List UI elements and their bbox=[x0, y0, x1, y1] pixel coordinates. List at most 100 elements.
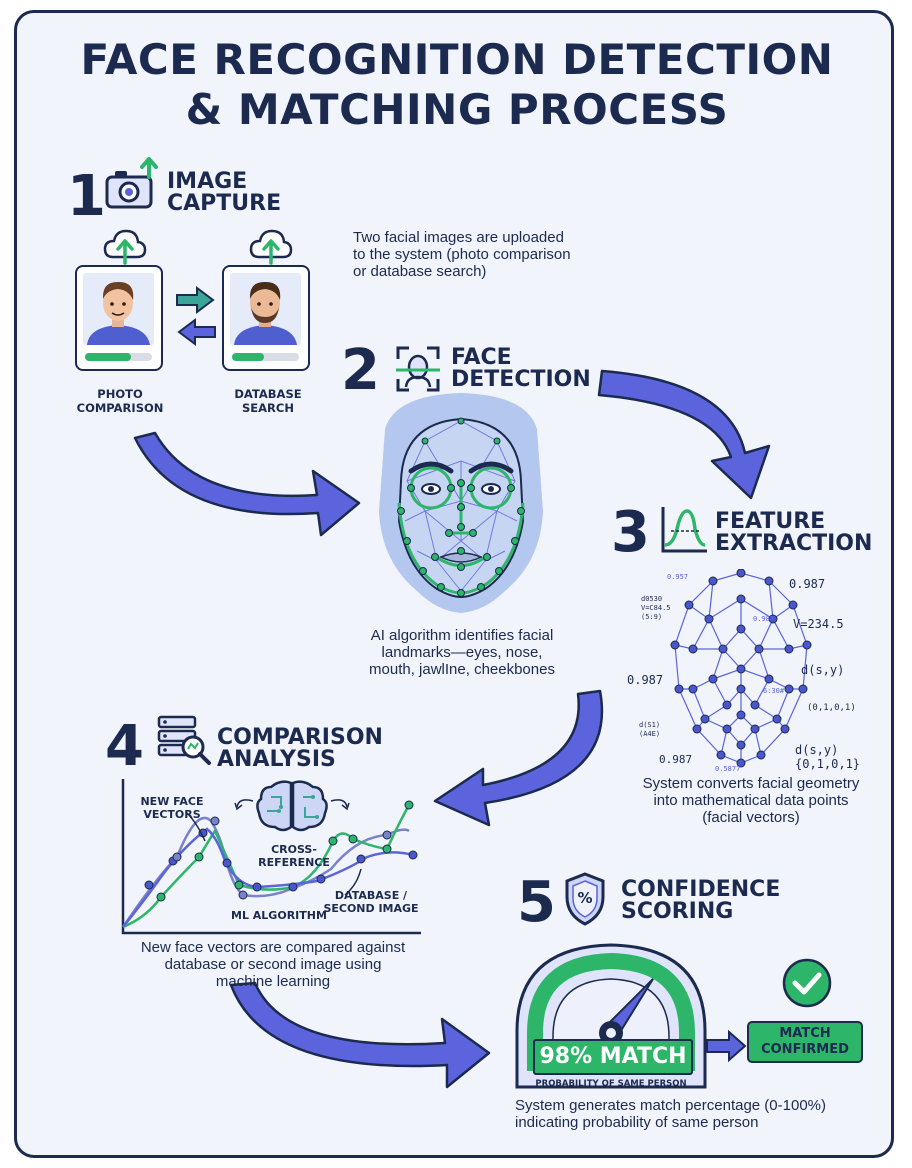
person-portrait-icon bbox=[83, 273, 154, 361]
step-4-desc-line: machine learning bbox=[215, 973, 331, 990]
chart-label-line: CROSS- bbox=[271, 843, 317, 856]
match-percentage-text: 98% MATCH bbox=[539, 1044, 687, 1069]
flow-arrows bbox=[133, 369, 771, 1089]
new-face-vectors-label: NEW FACE VECTORS bbox=[127, 795, 217, 821]
photo-comparison-card bbox=[75, 265, 163, 371]
confirmed-line: MATCH bbox=[779, 1026, 831, 1041]
vector-annotation: (0,1,0,1) bbox=[807, 703, 856, 713]
vector-annotation-small: 0.5877 bbox=[715, 765, 741, 773]
step-3-title-line-1: FEATURE bbox=[715, 509, 826, 534]
step-1-description: Two facial images are uploaded to the sy… bbox=[353, 229, 571, 280]
card-label-line: DATABASE bbox=[234, 387, 302, 401]
step-2-title-line-2: DETECTION bbox=[451, 367, 591, 392]
title-line-1: FACE RECOGNITION DETECTION bbox=[80, 35, 834, 84]
step-1-desc-line: or database search) bbox=[353, 263, 487, 280]
card-label-line: SEARCH bbox=[242, 401, 294, 415]
step-5-title-line-1: CONFIDENCE bbox=[621, 877, 781, 902]
step-3-desc-line: System converts facial geometry bbox=[642, 775, 860, 792]
face-scan-icon bbox=[396, 346, 440, 392]
step-4-number: 4 bbox=[105, 714, 144, 779]
card-label-line: PHOTO bbox=[97, 387, 143, 401]
database-search-card bbox=[222, 265, 310, 371]
step-2-desc-line: mouth, jawlIne, cheekbones bbox=[369, 661, 555, 678]
confirmed-line: CONFIRMED bbox=[761, 1042, 849, 1057]
cross-reference-label: CROSS- REFERENCE bbox=[239, 843, 349, 869]
arrow-4-to-5 bbox=[229, 981, 491, 1089]
swap-arrows-icon bbox=[176, 286, 216, 346]
face-mesh-illustration bbox=[379, 393, 543, 613]
step-1-desc-line: Two facial images are uploaded bbox=[353, 229, 564, 246]
cloud-upload-icon bbox=[249, 229, 293, 265]
step-5-desc-line: System generates match percentage (0-100… bbox=[515, 1097, 826, 1114]
match-percentage-badge: 98% MATCH bbox=[533, 1039, 693, 1075]
vector-annotation: {0,1,0,1} bbox=[795, 757, 861, 771]
person-portrait-icon bbox=[230, 273, 301, 361]
vector-annotation: V=234.5 bbox=[793, 617, 844, 631]
camera-upload-icon bbox=[105, 157, 158, 209]
step-1-title-line-1: IMAGE bbox=[167, 169, 248, 194]
title-line-2: & MATCHING PROCESS bbox=[185, 85, 729, 134]
match-confirmed-badge: MATCH CONFIRMED bbox=[747, 1021, 863, 1063]
arrow-2-to-3 bbox=[597, 369, 771, 500]
step-2-desc-line: AI algorithm identifies facial bbox=[370, 627, 554, 644]
step-5-desc-line: indicating probability of same person bbox=[515, 1114, 759, 1131]
vector-annotation-small: d0530 bbox=[641, 595, 663, 603]
step-3-title-line-2: EXTRACTION bbox=[715, 531, 873, 556]
vector-annotation: 0.987 bbox=[789, 577, 826, 591]
database-search-icon bbox=[157, 715, 211, 765]
step-4-title-line-2: ANALYSIS bbox=[217, 747, 336, 772]
probability-label: PROBABILITY OF SAME PERSON bbox=[535, 1079, 687, 1089]
step-1-desc-line: to the system (photo comparison bbox=[353, 246, 571, 263]
step-4-description: New face vectors are compared against da… bbox=[113, 939, 433, 990]
vector-annotation: d(s,y) bbox=[801, 663, 845, 677]
percent-glyph: % bbox=[577, 889, 593, 907]
step-4-desc-line: New face vectors are compared against bbox=[140, 939, 406, 956]
result-arrow-icon bbox=[706, 1029, 747, 1063]
vector-annotation-small: 0.987 bbox=[753, 615, 775, 623]
graph-curve-icon bbox=[661, 507, 707, 553]
ml-algorithm-label: ML ALGORITHM bbox=[231, 909, 327, 922]
photo-comparison-label: PHOTO COMPARISON bbox=[65, 387, 175, 415]
vector-annotation-small: (A4E) bbox=[639, 730, 661, 738]
chart-label-line: NEW FACE bbox=[140, 795, 204, 808]
facial-vector-mesh bbox=[670, 569, 812, 768]
step-1-number: 1 bbox=[67, 164, 106, 229]
vector-annotation-small: d(S1) bbox=[639, 721, 661, 729]
step-2-number: 2 bbox=[341, 338, 380, 403]
vector-annotation: d(s,y) bbox=[795, 743, 839, 757]
vector-annotation: 0.987 bbox=[659, 753, 693, 766]
step-3-desc-line: (facial vectors) bbox=[702, 809, 800, 826]
vector-annotation: 0.987 bbox=[627, 673, 664, 687]
chart-label-line: DATABASE / bbox=[334, 889, 408, 902]
vector-annotation-small: V=C84.5 bbox=[641, 604, 671, 612]
step-3-number: 3 bbox=[611, 500, 650, 565]
vector-annotation-small: 6:30# bbox=[763, 687, 785, 695]
arrow-3-to-4 bbox=[433, 689, 604, 827]
chart-label-line: REFERENCE bbox=[258, 856, 330, 869]
step-5-description: System generates match percentage (0-100… bbox=[515, 1097, 875, 1131]
step-5-title-line-2: SCORING bbox=[621, 899, 734, 924]
step-3-description: System converts facial geometry into mat… bbox=[611, 775, 891, 826]
step-4-desc-line: database or second image using bbox=[164, 956, 382, 973]
arrow-1-to-2 bbox=[133, 431, 361, 537]
check-circle-icon bbox=[782, 958, 832, 1008]
vector-annotation-small: 0.957 bbox=[667, 573, 689, 581]
comparison-chart bbox=[121, 779, 421, 935]
chart-label-line: VECTORS bbox=[143, 808, 201, 821]
cloud-upload-icon bbox=[103, 229, 147, 265]
match-confirmed-text: MATCH CONFIRMED bbox=[749, 1023, 861, 1058]
step-2-desc-line: landmarks—eyes, nose, bbox=[381, 644, 543, 661]
vector-annotation-small: (5:9) bbox=[641, 613, 663, 621]
infographic-frame: FACE RECOGNITION DETECTION & MATCHING PR… bbox=[14, 10, 894, 1158]
step-2-title-line-1: FACE bbox=[451, 345, 512, 370]
shield-percent-icon bbox=[565, 872, 605, 926]
database-search-label: DATABASE SEARCH bbox=[213, 387, 323, 415]
step-4-title-line-1: COMPARISON bbox=[217, 725, 383, 750]
card-label-line: COMPARISON bbox=[76, 401, 164, 415]
step-1-title-line-2: CAPTURE bbox=[167, 191, 282, 216]
step-3-desc-line: into mathematical data points bbox=[653, 792, 849, 809]
brain-icon bbox=[234, 780, 350, 832]
step-5-number: 5 bbox=[517, 870, 556, 935]
step-2-description: AI algorithm identifies facial landmarks… bbox=[317, 627, 607, 678]
database-second-image-label: DATABASE / SECOND IMAGE bbox=[321, 889, 421, 915]
